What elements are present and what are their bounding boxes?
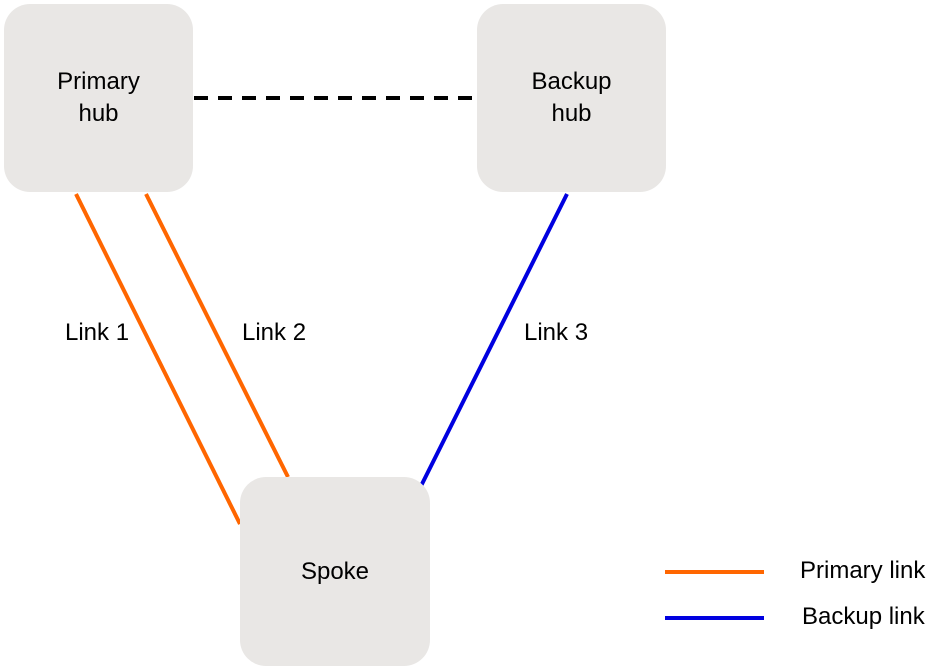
legend-primary-swatch [665,570,764,574]
link-3-label: Link 3 [524,319,589,346]
backup-hub-node: Backup hub [477,4,666,192]
backup-hub-label: Backup hub [531,68,612,127]
spoke-label: Spoke [300,557,370,585]
legend-backup-swatch [665,616,764,620]
link-3-line [419,193,569,487]
link-1-line [74,193,242,525]
link-2-line [144,193,290,478]
link-2-label: Link 2 [242,319,307,346]
primary-hub-label: Primary hub [57,68,140,127]
primary-hub-node: Primary hub [4,4,193,192]
legend-primary-label: Primary link [800,557,926,584]
link-1-label: Link 1 [65,319,130,346]
legend-backup-label: Backup link [802,603,925,630]
spoke-node: Spoke [240,477,430,666]
